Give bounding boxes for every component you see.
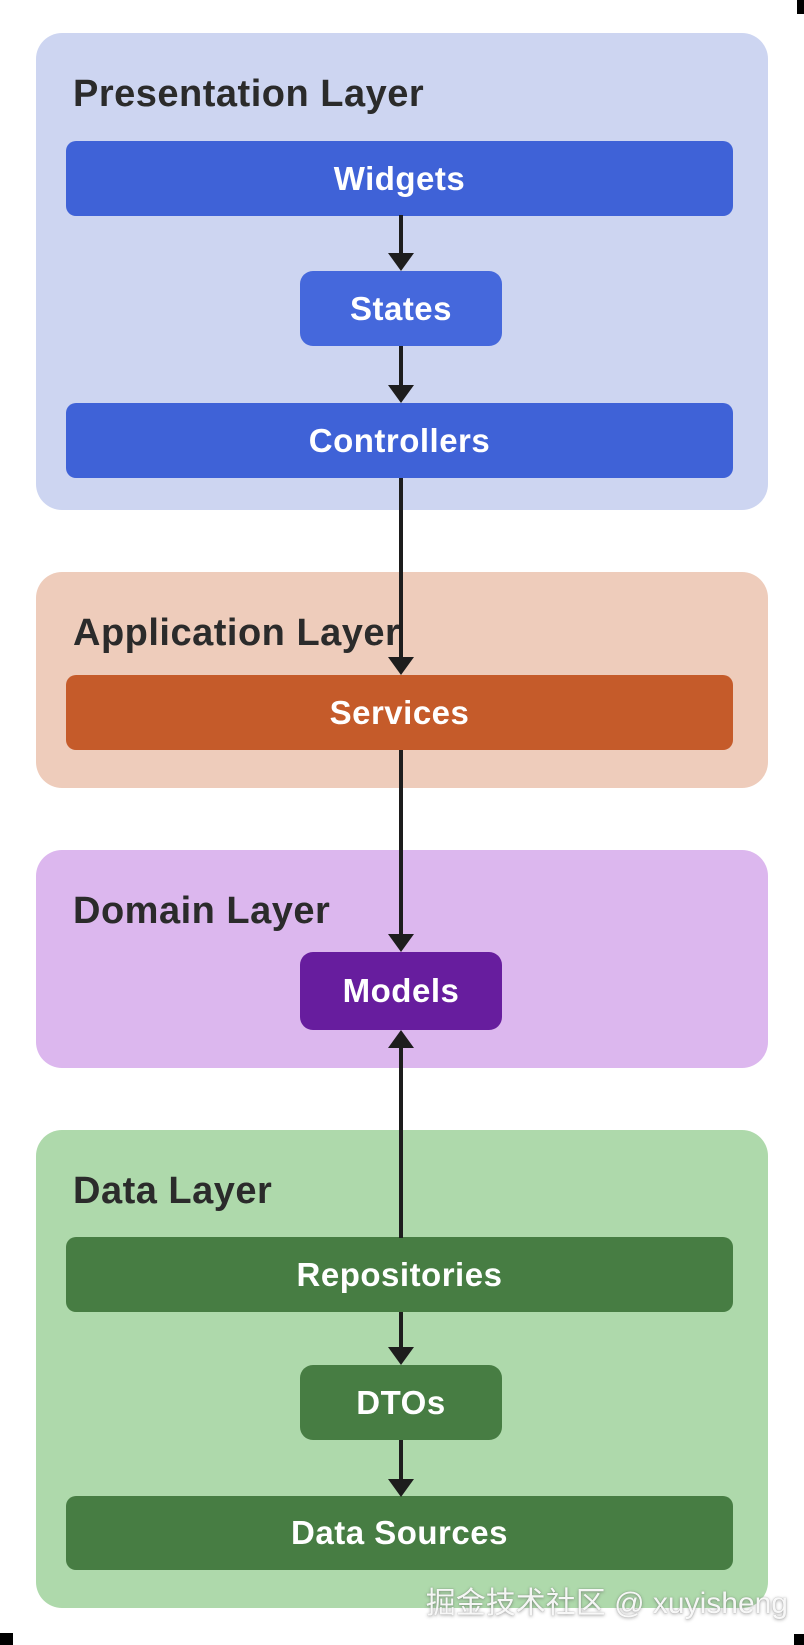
node-data-sources-label: Data Sources — [291, 1514, 508, 1551]
presentation-layer-title: Presentation Layer — [73, 73, 425, 115]
arrow-services-to-models-head-icon — [388, 934, 414, 952]
corner-mark-top-right — [797, 0, 804, 14]
node-models: Models — [300, 952, 502, 1030]
arrow-repositories-to-models-head-icon — [388, 1030, 414, 1048]
node-data-sources: Data Sources — [66, 1496, 733, 1570]
arrow-repositories-to-dtos-line — [399, 1312, 403, 1348]
watermark: 掘金技术社区 @ xuyisheng — [425, 1587, 788, 1620]
arrow-controllers-to-services-head-icon — [388, 657, 414, 675]
node-dtos: DTOs — [300, 1365, 502, 1440]
node-repositories: Repositories — [66, 1237, 733, 1312]
node-repositories-label: Repositories — [296, 1255, 503, 1293]
node-models-label: Models — [342, 972, 460, 1009]
arrow-states-to-controllers-head-icon — [388, 385, 414, 403]
corner-mark-bottom-right — [794, 1634, 804, 1645]
arrow-widgets-to-states-line — [399, 215, 403, 254]
node-dtos-label: DTOs — [356, 1383, 446, 1421]
arrow-states-to-controllers-line — [399, 346, 403, 386]
arrow-dtos-to-datasources-head-icon — [388, 1479, 414, 1497]
node-services: Services — [66, 675, 733, 750]
node-widgets: Widgets — [66, 141, 733, 216]
node-states-label: States — [349, 289, 453, 327]
node-states: States — [300, 271, 502, 346]
application-layer-title: Application Layer — [73, 612, 401, 654]
domain-layer-title: Domain Layer — [73, 890, 331, 932]
arrow-dtos-to-datasources-line — [399, 1440, 403, 1480]
node-widgets-label: Widgets — [333, 159, 466, 197]
data-layer-title: Data Layer — [73, 1170, 273, 1212]
arrow-controllers-to-services-line — [399, 478, 403, 658]
arrow-repositories-to-models-line — [399, 1047, 403, 1238]
arrow-widgets-to-states-head-icon — [388, 253, 414, 271]
node-controllers: Controllers — [66, 403, 733, 478]
node-controllers-label: Controllers — [308, 421, 491, 459]
node-services-label: Services — [329, 693, 470, 731]
arrow-repositories-to-dtos-head-icon — [388, 1347, 414, 1365]
arrow-services-to-models-line — [399, 750, 403, 935]
corner-mark-bottom-left — [0, 1633, 13, 1645]
